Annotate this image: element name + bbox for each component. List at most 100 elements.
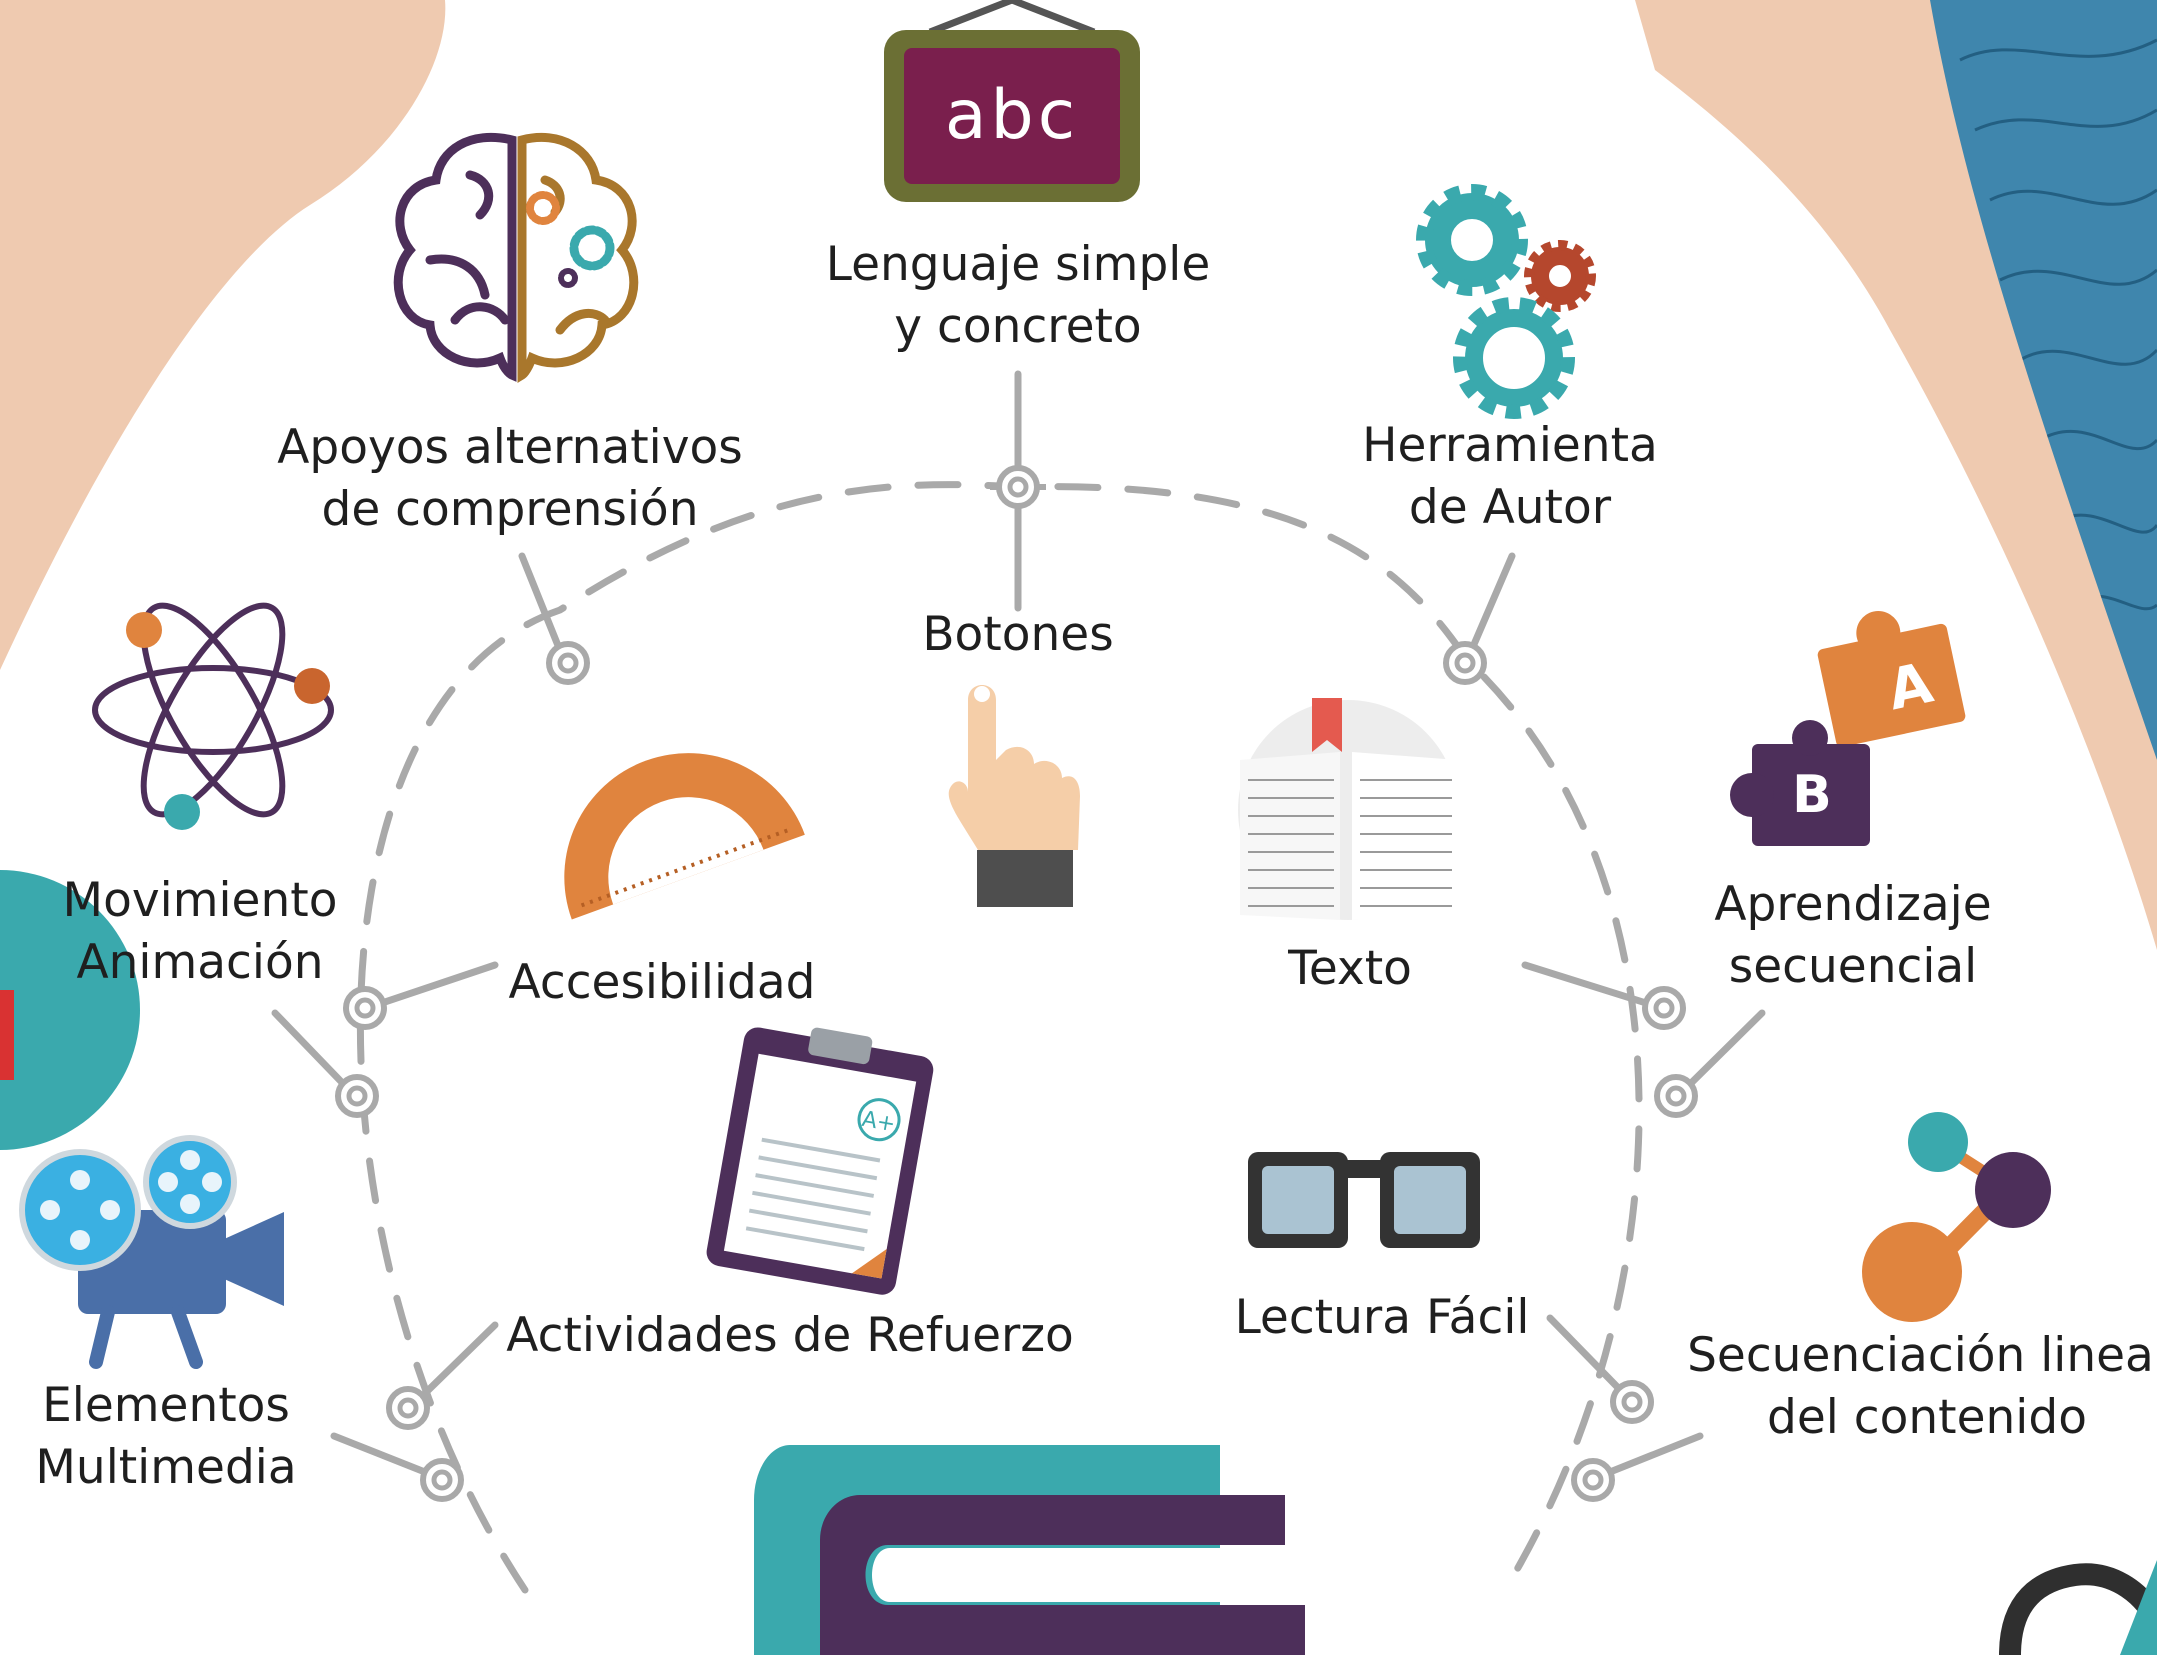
atom-orbit-2 (140, 602, 286, 818)
puzzle-piece-b (1752, 744, 1870, 846)
molecule-atom-orange (1862, 1222, 1962, 1322)
label-accesibilidad: Accesibilidad (509, 952, 816, 1014)
label-line: Movimiento (62, 873, 338, 928)
reel-hole (100, 1200, 120, 1220)
connector-node (996, 465, 1040, 509)
brain-gear-teal (569, 225, 615, 271)
connector-node-center (431, 1469, 453, 1491)
connector-node (1654, 1074, 1698, 1118)
reel-hole (40, 1200, 60, 1220)
label-aprendizaje-secuencial: Aprendizaje secuencial (1714, 874, 1991, 998)
label-elementos-multimedia: Elementos Multimedia (35, 1375, 296, 1499)
pointing-hand-icon (948, 685, 1080, 907)
clipboard-icon: A+ (706, 1027, 934, 1295)
protractor-icon (564, 753, 805, 920)
left-arm (0, 0, 446, 670)
connector-node-center (557, 652, 579, 674)
connector-node (1642, 986, 1686, 1030)
glasses-lens-left (1262, 1166, 1334, 1234)
gear-rust-teeth (1524, 240, 1596, 312)
board-surface (904, 48, 1120, 184)
label-line: Multimedia (35, 1440, 297, 1495)
connector-node (1610, 1380, 1654, 1424)
label-line: Texto (1288, 941, 1412, 996)
clipboard-grade-ring (857, 1098, 901, 1142)
water-wave (1974, 108, 2157, 132)
chalkboard-icon: abc (884, 0, 1140, 202)
atom-orbit-1 (92, 665, 334, 755)
label-line: Actividades de Refuerzo (506, 1308, 1074, 1363)
reel-hole (70, 1170, 90, 1190)
camera-reel-holes (40, 1150, 222, 1250)
atom-icon (92, 602, 334, 830)
connector-node-center (1653, 997, 1675, 1019)
book-bookmark (1312, 698, 1342, 752)
hand-sleeve (977, 850, 1073, 907)
gear-teal-top-teeth (1416, 184, 1528, 296)
board-text: abc (945, 76, 1079, 155)
hands (0, 0, 2157, 950)
gear-teal-bottom (1465, 309, 1563, 407)
label-line: Herramienta (1362, 418, 1658, 473)
hand-fingernail (974, 686, 990, 702)
brain-right-half (517, 132, 639, 383)
molecule-atom-teal (1908, 1112, 1968, 1172)
camera-reel-large (19, 1149, 141, 1271)
connector-node-center (1582, 1469, 1604, 1491)
connector-node-center (1621, 1391, 1643, 1413)
puzzle-knob-b-top (1792, 720, 1828, 756)
label-botones: Botones (922, 604, 1113, 666)
book-page-right (1352, 752, 1458, 920)
connector-node (546, 641, 590, 685)
right-arm (1635, 0, 2157, 950)
connector-line (1521, 961, 1666, 1012)
gear-teal-top (1425, 193, 1519, 287)
label-line: Accesibilidad (508, 955, 816, 1010)
edge-teal-corner (2120, 1560, 2157, 1655)
label-line: Secuenciación lineal (1687, 1328, 2157, 1383)
clipboard-line (758, 1155, 878, 1181)
connector-node (386, 1386, 430, 1430)
brain-gear-orange (526, 191, 560, 225)
atom-electron-teal (164, 794, 200, 830)
clipboard-line (752, 1190, 871, 1216)
movie-camera-icon (19, 1135, 284, 1369)
label-lectura-facil: Lectura Fácil (1235, 1287, 1530, 1349)
gear-teal-bottom-teeth (1453, 297, 1575, 419)
label-lenguaje-simple: Lenguaje simple y concreto (826, 234, 1211, 358)
glasses-lens-right (1394, 1166, 1466, 1234)
glasses-icon (1248, 1152, 1480, 1248)
connector-node-center (397, 1397, 419, 1419)
label-herramienta-de-autor: Herramienta de Autor (1362, 415, 1658, 539)
label-line: Lenguaje simple (825, 237, 1211, 292)
label-line: de Autor (1408, 480, 1612, 535)
edge-decoration-right (1999, 1560, 2157, 1655)
puzzle-letter-b: B (1792, 765, 1832, 825)
book-text-lines (1248, 779, 1452, 907)
water-wave (1989, 188, 2157, 206)
edge-decoration-left (0, 870, 140, 1150)
clipboard-line (761, 1137, 881, 1163)
connector-line (363, 961, 499, 1012)
protractor-scale (580, 828, 789, 908)
puzzle-piece-a (1817, 623, 1966, 747)
label-line: Animación (76, 935, 324, 990)
atom-electron-orange-2 (294, 668, 330, 704)
reel-hole (158, 1172, 178, 1192)
clipboard-line (745, 1226, 865, 1252)
connector-network (271, 370, 1766, 1594)
puzzle-knob-a (1856, 611, 1901, 656)
atom-orbit-3 (140, 602, 286, 818)
open-book-icon (1238, 698, 1458, 920)
book-purple (820, 1495, 1305, 1655)
camera-lens-cone (222, 1212, 284, 1306)
clipboard-grade: A+ (860, 1107, 897, 1137)
label-line: Apoyos alternativos (277, 420, 743, 475)
puzzle-icon: A B (1730, 611, 1966, 846)
connector-node (1571, 1458, 1615, 1502)
board-string (1010, 0, 1096, 36)
reel-hole (180, 1150, 200, 1170)
hand-palm (948, 685, 1080, 850)
